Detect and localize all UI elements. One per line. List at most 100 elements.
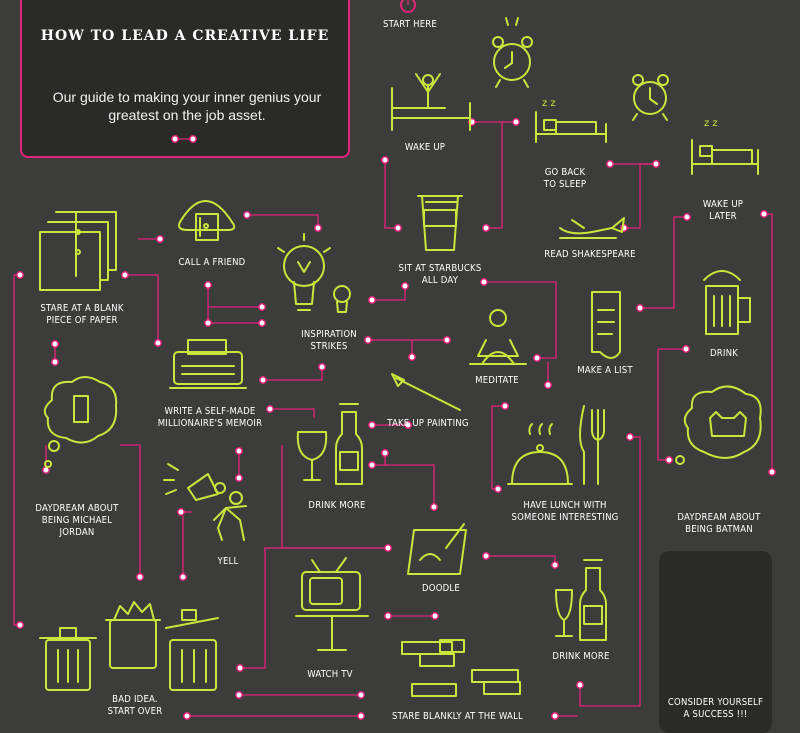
connector — [247, 214, 319, 228]
trash-can-icon — [105, 601, 161, 669]
connector-dot — [243, 211, 251, 219]
trash-can-icon — [39, 627, 97, 691]
connector-dot — [183, 712, 191, 720]
connector-dot — [394, 224, 402, 232]
connector-dot — [430, 503, 438, 511]
alarm-clock-icon — [492, 17, 533, 88]
connector-dot — [235, 447, 243, 455]
step-have-lunch: HAVE LUNCH WITH SOMEONE INTERESTING — [511, 500, 619, 523]
step-take-up-painting: TAKE UP PAINTING — [387, 418, 469, 429]
alarm-clock-icon — [632, 74, 669, 121]
television-icon — [295, 557, 369, 651]
connector-dot — [482, 224, 490, 232]
connector — [240, 547, 388, 669]
doodle-pad-icon — [407, 523, 467, 575]
connector-dot — [431, 612, 439, 620]
step-bad-idea: BAD IDEA. START OVER — [107, 694, 163, 717]
connector-dot — [357, 712, 365, 720]
step-drink-more-2: DRINK MORE — [552, 651, 610, 662]
step-drink: DRINK — [709, 348, 739, 359]
connector-dot — [501, 402, 509, 410]
brick-wall-icon — [401, 639, 521, 697]
wine-glass-icon — [555, 589, 573, 637]
connector-dot — [401, 282, 409, 290]
connector — [372, 464, 435, 507]
food-cloche-icon — [507, 423, 573, 485]
connector-dot — [551, 561, 559, 569]
connector-dot — [51, 358, 59, 366]
connector-dot — [235, 474, 243, 482]
reading-person-icon — [559, 217, 625, 239]
connector — [484, 281, 557, 359]
connector-dot — [314, 224, 322, 232]
connector-dot — [683, 213, 691, 221]
connector-dot — [204, 319, 212, 327]
start-marker-icon — [400, 0, 416, 13]
connector-dot — [136, 573, 144, 581]
connector-dot — [16, 621, 24, 629]
fork-knife-icon — [579, 405, 605, 485]
connector — [270, 408, 315, 418]
step-write-memoir: WRITE A SELF-MADE MILLIONAIRE'S MEMOIR — [157, 406, 263, 429]
step-stare-at-paper: STARE AT A BLANK PIECE OF PAPER — [40, 303, 124, 326]
thought-bubble-icon — [43, 376, 118, 468]
step-inspiration-strikes: INSPIRATION STRIKES — [301, 329, 357, 352]
connector-dot — [482, 552, 490, 560]
connector-dot — [443, 336, 451, 344]
typewriter-icon — [169, 339, 247, 389]
step-make-a-list: MAKE A LIST — [577, 365, 633, 376]
wine-glass-icon — [296, 431, 328, 481]
connector-dot — [636, 304, 644, 312]
connector — [125, 274, 159, 343]
title-card: HOW TO LEAD A CREATIVE LIFE Our guide to… — [20, 0, 350, 158]
connector-dot — [494, 485, 502, 493]
connector-dot — [357, 691, 365, 699]
step-start-here: START HERE — [382, 19, 438, 30]
wine-bottle-icon — [579, 559, 607, 641]
step-wake-up-later: WAKE UP LATER — [702, 199, 744, 222]
connector-dot — [258, 319, 266, 327]
step-meditate: MEDITATE — [475, 375, 519, 386]
phone-icon — [178, 200, 236, 241]
connector-dot — [408, 353, 416, 361]
svg-text:z z: z z — [542, 98, 556, 109]
connector-dot — [384, 612, 392, 620]
connector-dot — [236, 664, 244, 672]
connector-dot — [364, 336, 372, 344]
page-title: HOW TO LEAD A CREATIVE LIFE — [40, 28, 330, 44]
connector-dot — [480, 278, 488, 286]
step-consider-success: CONSIDER YOURSELF A SUCCESS !!! — [667, 697, 764, 720]
step-watch-tv: WATCH TV — [307, 669, 353, 680]
connector-dot — [512, 118, 520, 126]
step-sit-at-starbucks: SIT AT STARBUCKS ALL DAY — [398, 263, 482, 286]
step-drink-more-1: DRINK MORE — [308, 500, 366, 511]
connector-dot — [544, 381, 552, 389]
connector-dot — [652, 160, 660, 168]
step-go-back-to-sleep: GO BACK TO SLEEP — [543, 167, 587, 190]
connector-dot — [121, 271, 129, 279]
step-stare-at-wall: STARE BLANKLY AT THE WALL — [391, 711, 523, 722]
connector-dot — [318, 363, 326, 371]
connector-dot — [177, 508, 185, 516]
step-daydream-batman: DAYDREAM ABOUT BEING BATMAN — [677, 512, 761, 535]
step-call-a-friend: CALL A FRIEND — [178, 257, 246, 268]
list-scroll-icon — [591, 291, 621, 359]
batman-thought-icon — [675, 385, 762, 465]
connector-dot — [266, 405, 274, 413]
title-connector — [171, 135, 197, 143]
connector-dot — [368, 461, 376, 469]
connector-dot — [179, 573, 187, 581]
step-wake-up: WAKE UP — [404, 142, 446, 153]
lightbulb-small-icon — [333, 285, 351, 313]
meditation-icon — [469, 309, 527, 365]
connector — [120, 444, 141, 577]
paintbrush-icon — [391, 373, 461, 411]
megaphone-icon — [163, 463, 226, 501]
success-card — [659, 551, 772, 733]
connector-dot — [204, 281, 212, 289]
connector-dot — [368, 296, 376, 304]
connector-dot — [381, 156, 389, 164]
connector — [372, 286, 406, 301]
